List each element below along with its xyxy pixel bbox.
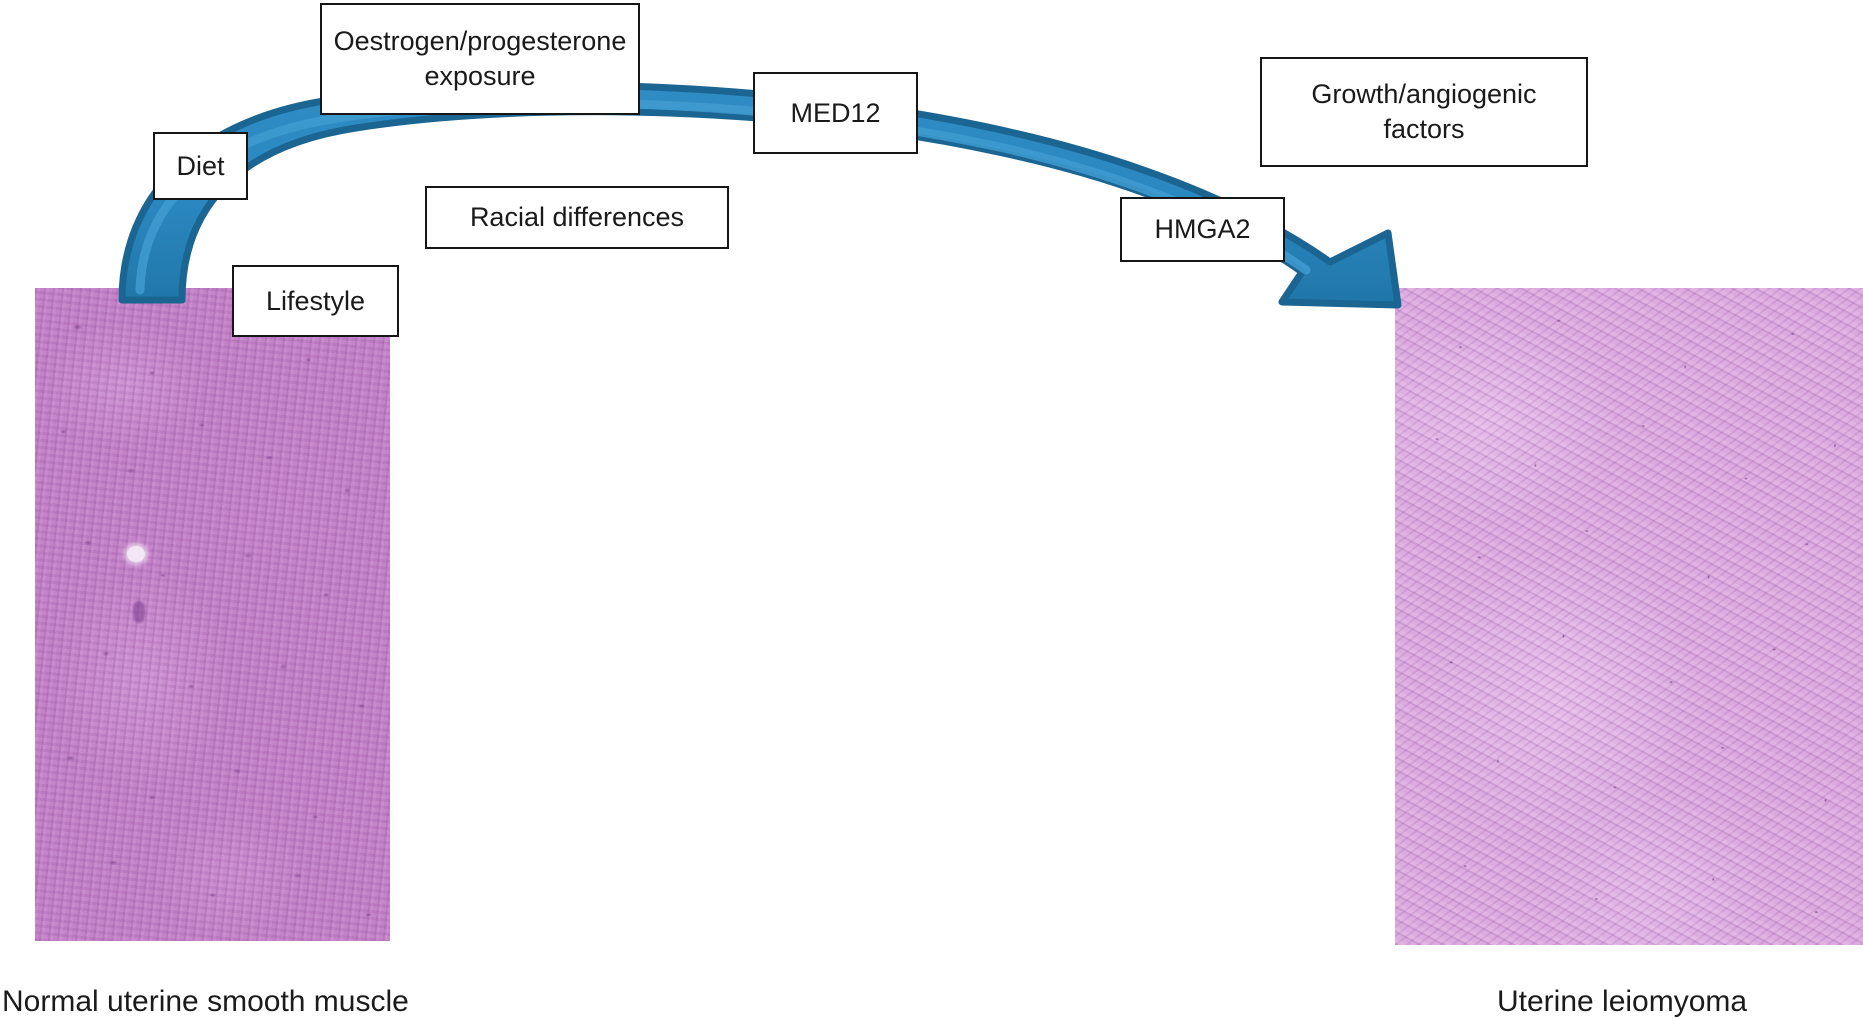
histology-texture-nuclei (35, 288, 390, 941)
label-box-racial-differences[interactable]: Racial differences (425, 186, 729, 249)
label-text: Diet (176, 150, 225, 181)
label-text: Racial differences (469, 202, 685, 233)
label-text: MED12 (790, 97, 881, 128)
label-box-oestrogen-progesterone-exposure[interactable]: Oestrogen/progesterone exposure (320, 3, 640, 115)
caption-normal-uterine-smooth-muscle: Normal uterine smooth muscle (2, 985, 409, 1018)
label-box-diet[interactable]: Diet (153, 132, 248, 200)
label-box-med12[interactable]: MED12 (753, 72, 918, 154)
histology-image-uterine-leiomyoma (1395, 288, 1863, 945)
label-text: Lifestyle (265, 285, 366, 316)
histology-image-normal-uterine-smooth-muscle (35, 288, 390, 941)
label-box-lifestyle[interactable]: Lifestyle (232, 265, 399, 337)
histology-vessel-lumen (127, 545, 146, 562)
label-box-growth-angiogenic-factors[interactable]: Growth/angiogenic factors (1260, 57, 1588, 167)
label-text: Growth/angiogenic factors (1311, 79, 1537, 144)
label-box-hmga2[interactable]: HMGA2 (1120, 197, 1285, 262)
histology-texture-nuclei (1395, 288, 1863, 945)
caption-uterine-leiomyoma: Uterine leiomyoma (1497, 985, 1748, 1018)
label-text: Oestrogen/progesterone exposure (333, 26, 627, 91)
histology-dark-focus (132, 601, 145, 624)
label-text: HMGA2 (1154, 214, 1251, 245)
